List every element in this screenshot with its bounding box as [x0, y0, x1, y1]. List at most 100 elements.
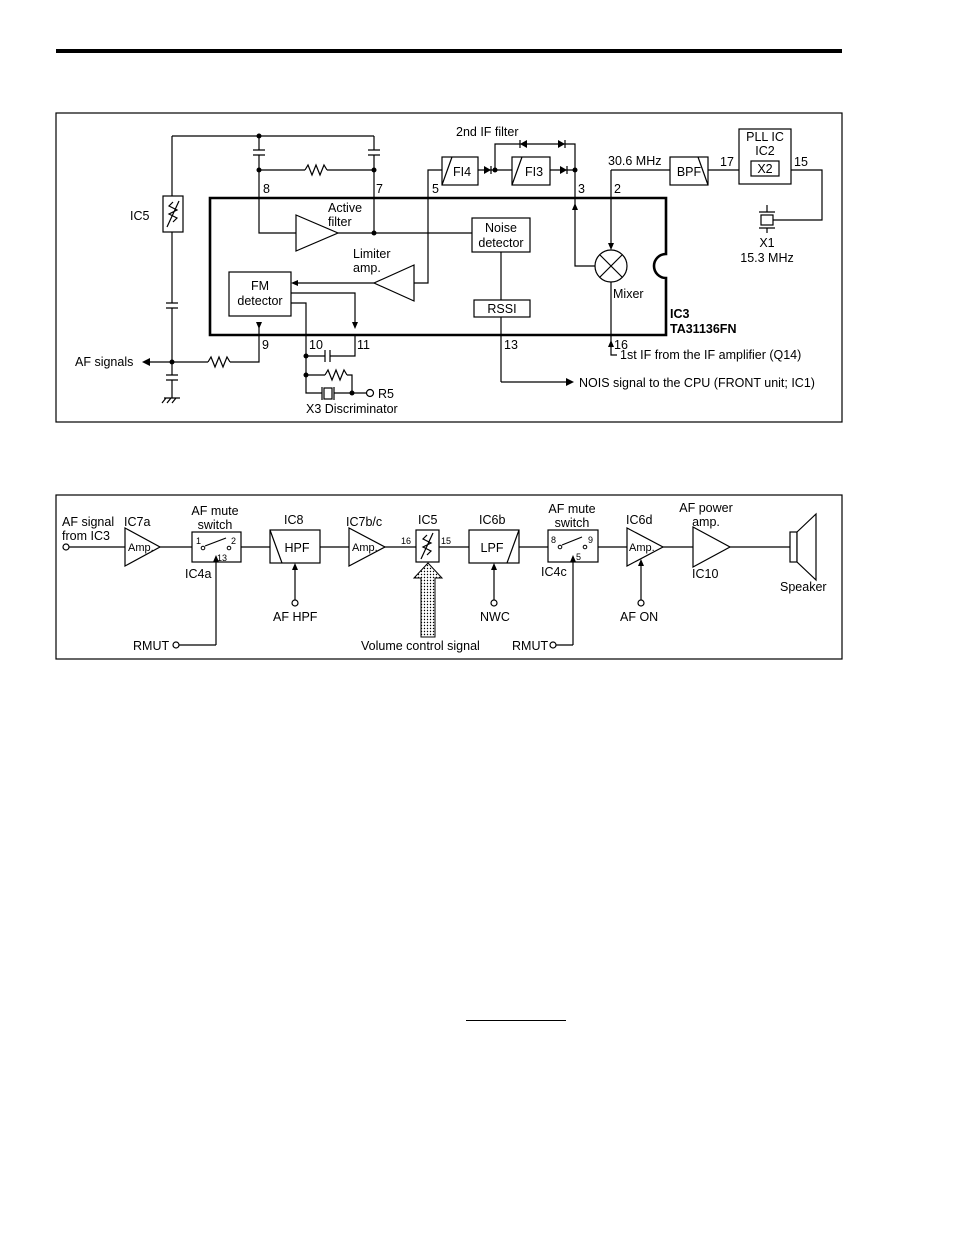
- ic3-chip: [208, 196, 668, 337]
- svg-text:IC10: IC10: [692, 567, 718, 581]
- svg-text:X2: X2: [757, 162, 772, 176]
- svg-text:15: 15: [441, 536, 451, 546]
- svg-text:Volume control signal: Volume control signal: [361, 639, 480, 653]
- svg-text:11: 11: [357, 338, 370, 352]
- svg-text:AF signal: AF signal: [62, 515, 114, 529]
- x2-multiplier: [750, 160, 780, 177]
- svg-text:RMUT: RMUT: [512, 639, 548, 653]
- svg-text:2: 2: [614, 182, 621, 196]
- svg-text:Speaker: Speaker: [780, 580, 827, 594]
- svg-text:HPF: HPF: [285, 541, 310, 555]
- svg-text:AF HPF: AF HPF: [273, 610, 318, 624]
- svg-text:PLL IC: PLL IC: [746, 130, 784, 144]
- ic7a-amp: [124, 526, 162, 568]
- svg-text:IC8: IC8: [284, 513, 304, 527]
- svg-text:IC4c: IC4c: [541, 565, 567, 579]
- ic6d-amp: [626, 527, 665, 567]
- svg-text:9: 9: [588, 535, 593, 545]
- svg-text:IC7b/c: IC7b/c: [346, 515, 382, 529]
- active-filter-amp: [295, 214, 340, 252]
- svg-text:AF mute: AF mute: [548, 502, 595, 516]
- svg-text:filter: filter: [328, 215, 352, 229]
- volume-control-arrow: [412, 562, 444, 638]
- receiver-if-diagram: IC3 TA31136FN IC5 AF signals 9: [55, 112, 843, 423]
- af-signals-label: AF signals: [75, 355, 133, 369]
- svg-text:Amp.: Amp.: [128, 542, 154, 554]
- svg-text:Limiter: Limiter: [353, 247, 391, 261]
- svg-text:Amp.: Amp.: [629, 542, 655, 554]
- fi4-filter: [441, 156, 479, 186]
- fm-detector-block: [228, 271, 292, 317]
- fi3-filter: [511, 156, 551, 186]
- svg-text:switch: switch: [555, 516, 590, 530]
- bpf-block: [669, 156, 709, 186]
- svg-text:Noise: Noise: [485, 221, 517, 235]
- svg-text:IC7a: IC7a: [124, 515, 150, 529]
- diagram2-frame: [55, 494, 843, 660]
- svg-text:17: 17: [720, 155, 734, 169]
- svg-text:FI4: FI4: [453, 165, 471, 179]
- svg-text:7: 7: [376, 182, 383, 196]
- svg-text:1: 1: [196, 536, 201, 546]
- discriminator-resistor: [324, 368, 348, 382]
- svg-text:IC6d: IC6d: [626, 513, 652, 527]
- svg-text:IC5: IC5: [418, 513, 438, 527]
- svg-text:RSSI: RSSI: [487, 302, 516, 316]
- first-if-label: 1st IF from the IF amplifier (Q14): [620, 348, 801, 362]
- svg-text:IC2: IC2: [755, 144, 775, 158]
- svg-text:Mixer: Mixer: [613, 287, 644, 301]
- svg-text:16: 16: [401, 536, 411, 546]
- ic7bc-amp: [348, 527, 387, 567]
- svg-text:Active: Active: [328, 201, 362, 215]
- rssi-block: [473, 299, 531, 318]
- svg-text:IC4a: IC4a: [185, 567, 211, 581]
- x3-discriminator-crystal: [323, 387, 333, 400]
- svg-text:LPF: LPF: [481, 541, 504, 555]
- svg-text:16: 16: [614, 338, 628, 352]
- ic5-label: IC5: [130, 209, 150, 223]
- ic10-power-amp: [692, 525, 732, 569]
- ic3-part: TA31136FN: [670, 322, 736, 336]
- svg-text:amp.: amp.: [692, 515, 720, 529]
- svg-text:AF power: AF power: [679, 501, 733, 515]
- svg-text:FM: FM: [251, 279, 269, 293]
- svg-text:3: 3: [578, 182, 585, 196]
- nois-signal-label: NOIS signal to the CPU (FRONT unit; IC1): [579, 376, 815, 390]
- svg-text:FI3: FI3: [525, 165, 543, 179]
- svg-text:detector: detector: [478, 236, 523, 250]
- x1-crystal: [760, 214, 774, 226]
- svg-text:15: 15: [794, 155, 808, 169]
- footer-rule: [466, 1020, 566, 1021]
- svg-text:detector: detector: [237, 294, 282, 308]
- filter-resistor: [304, 163, 328, 177]
- svg-text:5: 5: [432, 182, 439, 196]
- svg-text:IC6b: IC6b: [479, 513, 505, 527]
- svg-text:10: 10: [309, 338, 323, 352]
- af-resistor: [207, 355, 231, 369]
- svg-text:13: 13: [504, 338, 518, 352]
- ic8-hpf-block: [269, 529, 321, 564]
- ground-symbol: [161, 397, 180, 404]
- svg-text:15.3 MHz: 15.3 MHz: [740, 251, 794, 265]
- svg-text:X1: X1: [759, 236, 774, 250]
- x3-label: X3 Discriminator: [306, 402, 398, 416]
- ic6b-lpf-block: [468, 529, 520, 564]
- noise-detector-block: [471, 217, 531, 253]
- svg-text:9: 9: [262, 338, 269, 352]
- svg-text:amp.: amp.: [353, 261, 381, 275]
- svg-text:8: 8: [263, 182, 270, 196]
- svg-text:30.6 MHz: 30.6 MHz: [608, 154, 662, 168]
- svg-text:AF mute: AF mute: [191, 504, 238, 518]
- page-top-rule: [56, 49, 842, 53]
- svg-text:13: 13: [217, 553, 227, 563]
- svg-text:8: 8: [551, 535, 556, 545]
- ic3-label: IC3: [670, 307, 690, 321]
- svg-text:BPF: BPF: [677, 165, 702, 179]
- svg-text:AF ON: AF ON: [620, 610, 658, 624]
- af-chain-diagram: AF signal from IC3 IC7a Amp. AF mute swi…: [55, 494, 843, 660]
- svg-text:Amp.: Amp.: [352, 542, 378, 554]
- svg-text:2: 2: [231, 536, 236, 546]
- svg-text:NWC: NWC: [480, 610, 510, 624]
- svg-text:RMUT: RMUT: [133, 639, 169, 653]
